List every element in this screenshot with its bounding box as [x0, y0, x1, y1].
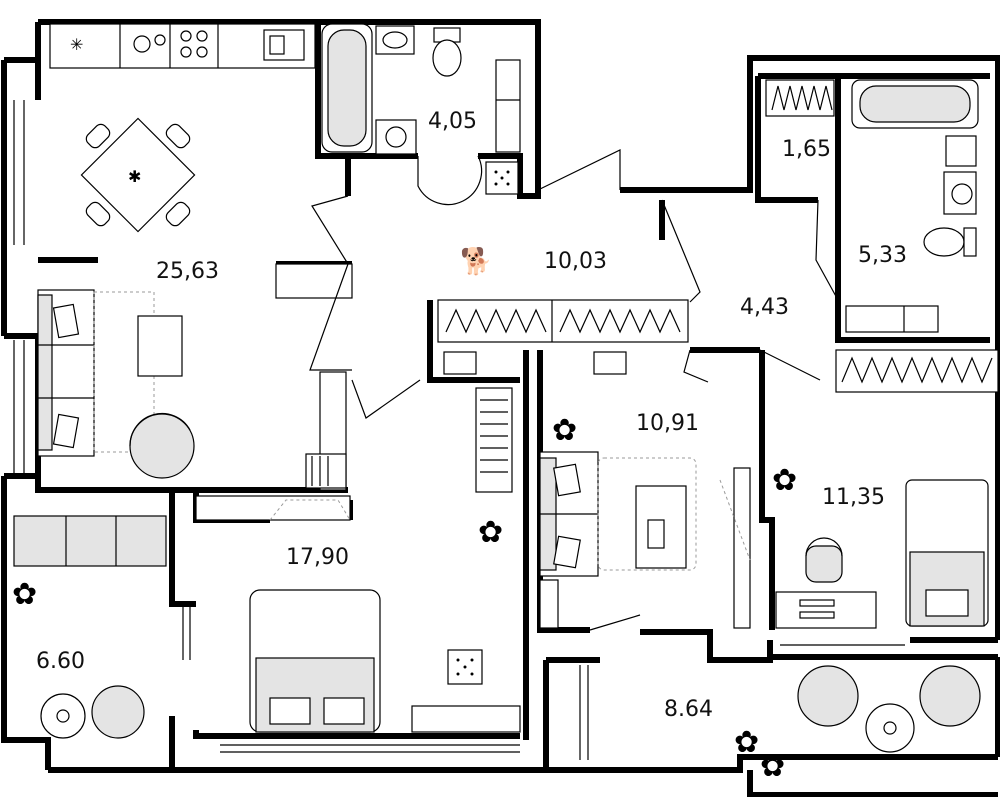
area-label-bathroom-1: 4,05 [428, 109, 477, 134]
plant-icon: ✿ [772, 463, 797, 498]
plant-icon: ✿ [760, 749, 785, 784]
plant-icon: ✿ [552, 413, 577, 448]
master-bedroom-furniture: ✿ [195, 495, 521, 733]
kitchen-shelf [275, 263, 353, 491]
area-labels: 25,63 4,05 10,03 1,65 5,33 4,43 10,91 11… [36, 109, 907, 722]
living-sofa [37, 289, 195, 479]
bathroom-1-fixtures [321, 23, 521, 206]
plant-icon: ✿ [478, 515, 503, 550]
balcony-1-furniture: ✿ [12, 515, 167, 739]
area-label-corridor: 4,43 [740, 295, 789, 320]
dog-icon: 🐕 [460, 246, 492, 277]
area-label-kitchen-living: 25,63 [156, 259, 219, 284]
hallway-wardrobe [437, 299, 689, 493]
plant-icon: ✿ [12, 577, 37, 612]
walls [1, 19, 1000, 797]
area-label-wc: 1,65 [782, 137, 831, 162]
area-label-bedroom-1: 10,91 [636, 411, 699, 436]
windows-left [13, 100, 905, 760]
plant-icon: ✱ [128, 167, 141, 186]
area-label-hallway: 10,03 [544, 249, 607, 274]
hallway-walls-arcs: 🐕 [309, 149, 839, 419]
area-label-balcony-2: 8.64 [664, 697, 713, 722]
bedroom-2-furniture: ✿ [772, 463, 989, 629]
wc-bath-2-fixtures [765, 79, 999, 393]
area-label-master-bedroom: 17,90 [286, 545, 349, 570]
plant-icon: ✿ [734, 725, 759, 760]
area-label-bathroom-2: 5,33 [858, 243, 907, 268]
balcony-2-furniture: ✿ ✿ [734, 665, 981, 784]
fridge-icon: ✳ [70, 35, 83, 54]
kitchen-counter: ✳ [49, 23, 316, 69]
area-label-balcony-1: 6.60 [36, 649, 85, 674]
bedroom-1-furniture: ✿ [539, 413, 751, 631]
area-label-bedroom-2: 11,35 [822, 485, 885, 510]
dining-table: ✱ [80, 117, 196, 233]
